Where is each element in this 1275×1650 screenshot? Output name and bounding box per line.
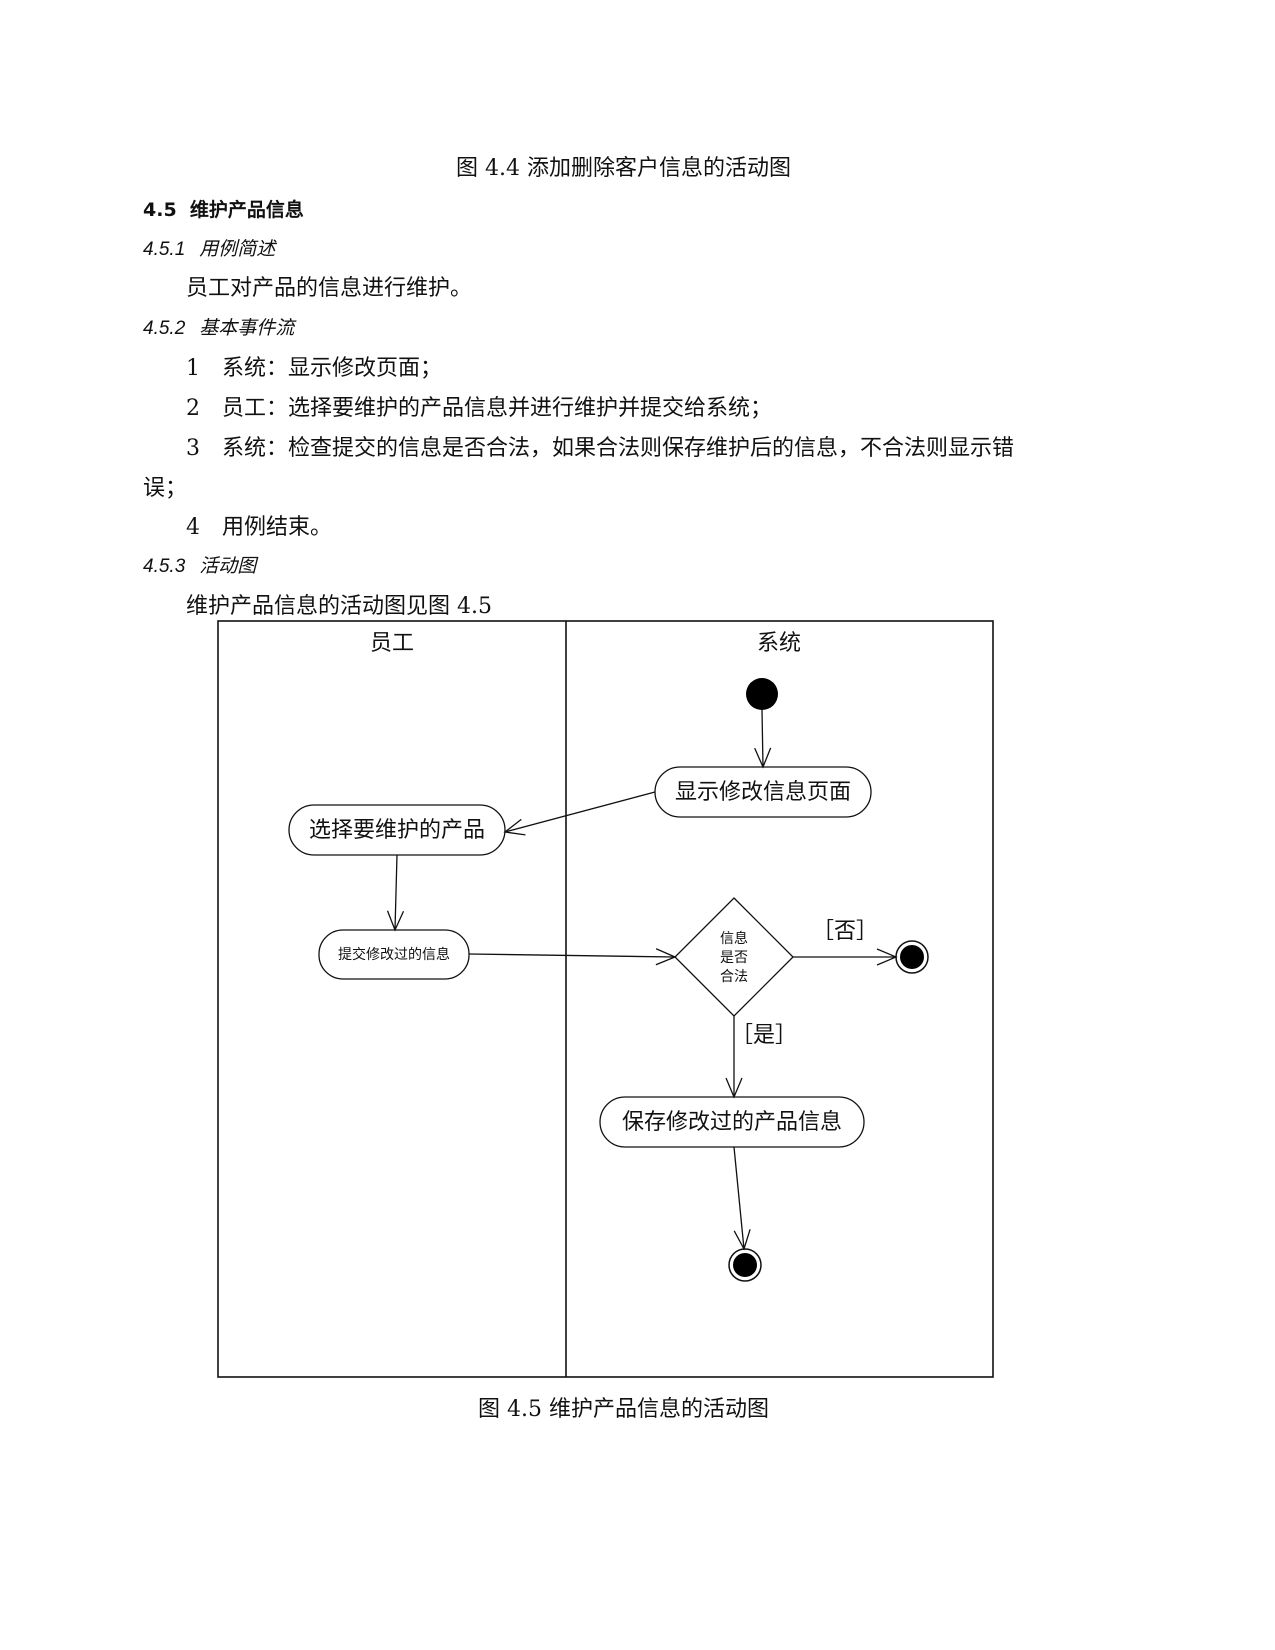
swimlane-frame (217, 620, 994, 1378)
step-text: 用例结束。 (222, 515, 333, 540)
decision-label-line: 是否 (720, 950, 748, 966)
diagram-reference-text: 维护产品信息的活动图见图 4.5 (186, 594, 492, 619)
guard-no-label: ［否］ (812, 919, 878, 944)
final-node-success (728, 1248, 762, 1282)
subsection-number: 4.5.2 (143, 318, 186, 339)
subsection-number: 4.5.1 (143, 239, 186, 260)
subsection-title: 基本事件流 (199, 317, 295, 339)
use-case-description: 员工对产品的信息进行维护。 (186, 276, 473, 301)
guard-yes-label: ［是］ (731, 1023, 797, 1048)
flow-save-to-end (733, 1146, 751, 1251)
flow-step: 4 用例结束。 (186, 509, 332, 541)
activity-show-page-label: 显示修改信息页面 (675, 780, 851, 805)
step-text: 系统：检查提交的信息是否合法，如果合法则保存维护后的信息，不合法则显示错 (222, 436, 1015, 461)
activity-submit-info-label: 提交修改过的信息 (338, 946, 450, 963)
section-heading: 4.5 维护产品信息 (143, 195, 304, 222)
activity-select-product-label: 选择要维护的产品 (309, 818, 485, 843)
activity-save-info-label: 保存修改过的产品信息 (622, 1110, 842, 1135)
section-title: 维护产品信息 (189, 199, 304, 221)
step-number: 3 (186, 436, 200, 461)
step-text: 系统：显示修改页面； (222, 356, 443, 381)
subsection-heading-2: 4.5.2 基本事件流 (143, 313, 294, 340)
flow-step: 1 系统：显示修改页面； (186, 350, 442, 382)
subsection-title: 活动图 (199, 555, 257, 577)
flow-step: 3 系统：检查提交的信息是否合法，如果合法则保存维护后的信息，不合法则显示错 (186, 430, 1014, 462)
flow-step: 2 员工：选择要维护的产品信息并进行维护并提交给系统； (186, 390, 772, 422)
lane-label-employee: 员工 (370, 631, 414, 656)
flow-submit-to-decision (468, 948, 677, 966)
final-node-error (895, 940, 929, 974)
flow-show-to-select (503, 791, 656, 836)
initial-node (746, 678, 778, 710)
section-number: 4.5 (143, 199, 177, 221)
flow-start-to-show (754, 709, 772, 769)
decision-label-line: 合法 (720, 969, 748, 985)
subsection-title: 用例简述 (199, 238, 276, 260)
subsection-number: 4.5.3 (143, 556, 186, 577)
flow-step-continuation: 误； (143, 476, 188, 501)
step-number: 2 (186, 396, 200, 421)
figure-caption: 图 4.5 维护产品信息的活动图 (478, 1397, 769, 1422)
previous-figure-caption: 图 4.4 添加删除客户信息的活动图 (456, 156, 791, 181)
step-number: 1 (186, 356, 200, 381)
flow-select-to-submit (386, 854, 405, 932)
step-text: 员工：选择要维护的产品信息并进行维护并提交给系统； (222, 396, 773, 421)
step-number: 4 (186, 515, 200, 540)
subsection-heading-3: 4.5.3 活动图 (143, 551, 256, 578)
lane-label-system: 系统 (757, 631, 801, 656)
decision-label-line: 信息 (720, 930, 748, 947)
subsection-heading-1: 4.5.1 用例简述 (143, 234, 275, 261)
